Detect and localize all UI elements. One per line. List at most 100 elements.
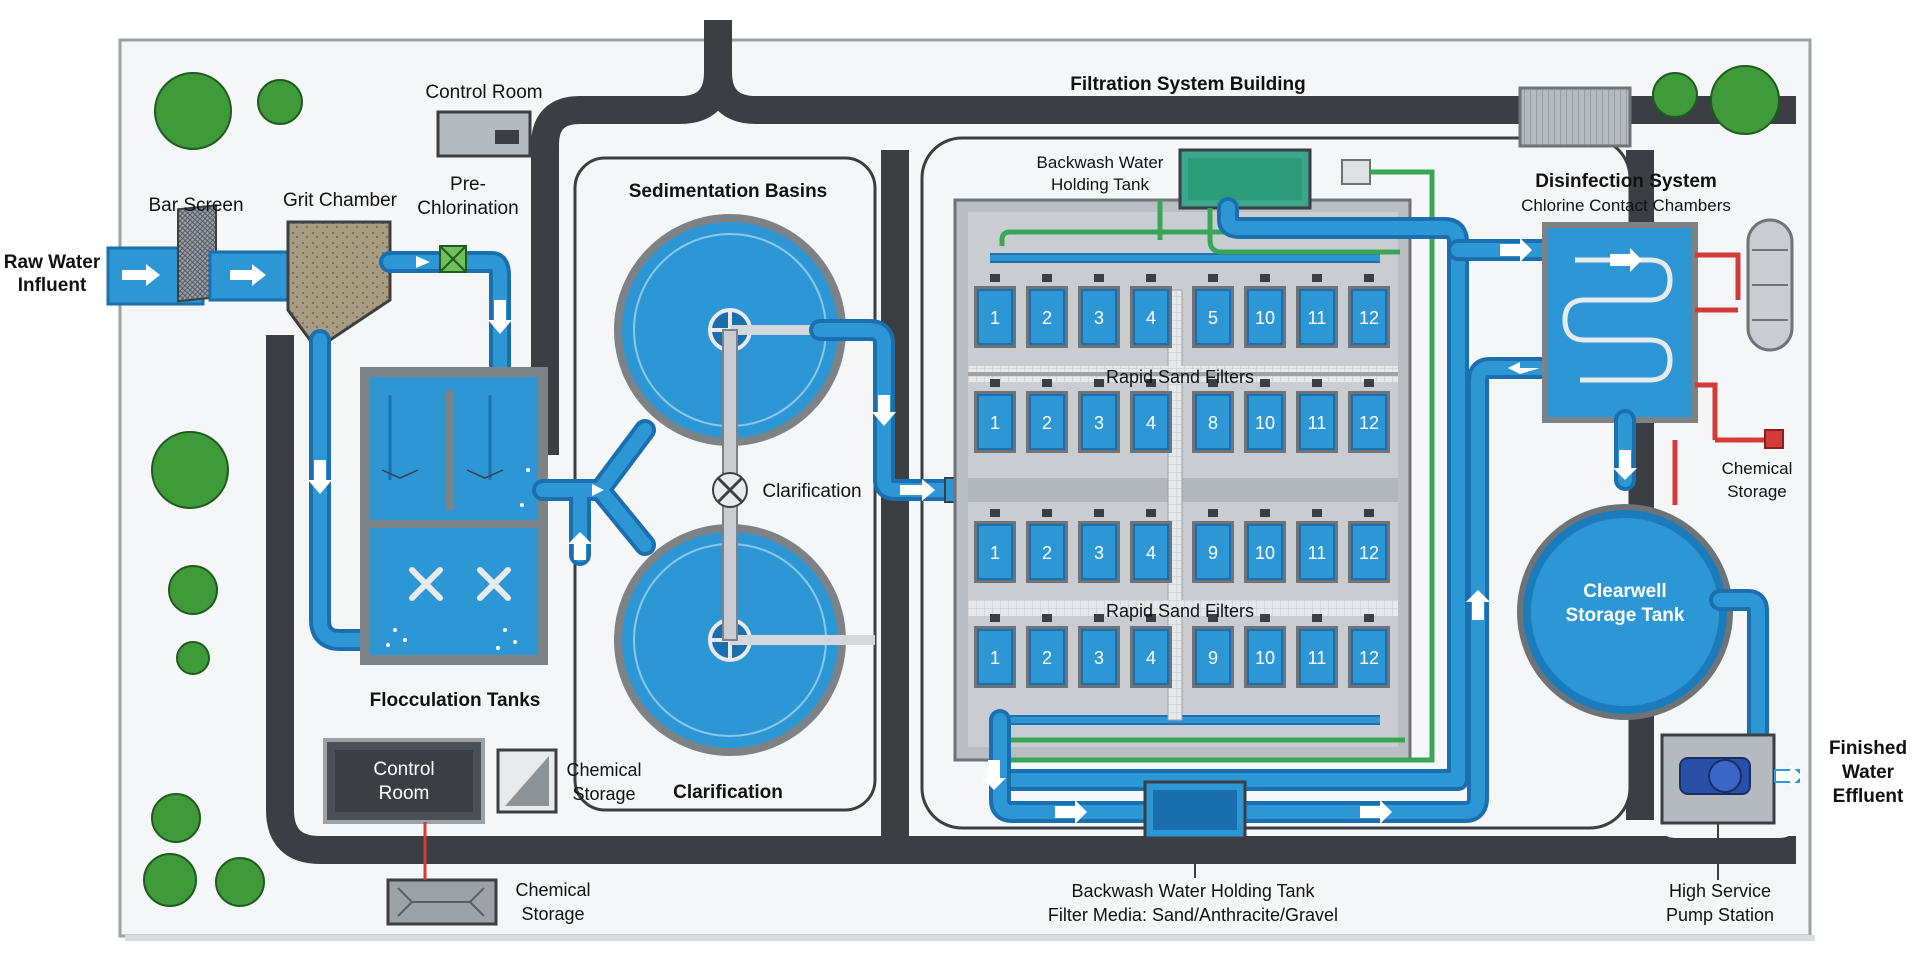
disinfection-title: Disinfection System [1535, 171, 1717, 192]
filter-number: 4 [1146, 543, 1156, 563]
raw-water-label-1: Raw Water [4, 252, 101, 273]
pre-chlorination-label-2: Chlorination [417, 198, 518, 219]
pump-station-label-2: Pump Station [1666, 905, 1774, 925]
filter-valve [1208, 614, 1218, 622]
filter-valve [1094, 614, 1104, 622]
grit-chamber-label: Grit Chamber [283, 190, 398, 211]
chemical-storage-bottom-label-1: Chemical [515, 880, 590, 900]
filter-number: 4 [1146, 648, 1156, 668]
filter-number: 1 [990, 543, 1000, 563]
chemical-storage-right-label-1: Chemical [1722, 459, 1793, 478]
flocculation-tanks [360, 367, 548, 665]
filter-number: 5 [1208, 308, 1218, 328]
pump-station-label-1: High Service [1669, 881, 1771, 901]
chemical-storage-bottom-label-2: Storage [521, 904, 584, 924]
pre-chlorination-label-1: Pre- [450, 174, 486, 195]
filter-cell: 12 [1348, 509, 1390, 583]
filter-number: 2 [1042, 543, 1052, 563]
filter-cell: 12 [1348, 614, 1390, 688]
filter-cell: 1 [974, 379, 1016, 453]
filter-cell: 12 [1348, 274, 1390, 348]
filter-valve [1312, 274, 1322, 282]
filter-cell: 1 [974, 509, 1016, 583]
filter-number: 1 [990, 648, 1000, 668]
filter-cell: 1 [974, 274, 1016, 348]
disinfection-subtitle: Chlorine Contact Chambers [1521, 196, 1731, 215]
filter-number: 4 [1146, 413, 1156, 433]
filter-cell: 3 [1078, 614, 1120, 688]
filter-number: 11 [1308, 648, 1327, 668]
filter-valve [1042, 379, 1052, 387]
filter-number: 10 [1255, 648, 1275, 668]
filter-cell: 2 [1026, 379, 1068, 453]
filter-valve [1260, 509, 1270, 517]
filter-number: 2 [1042, 648, 1052, 668]
filter-valve [1042, 509, 1052, 517]
filter-number: 12 [1359, 543, 1379, 563]
filtration-building-title: Filtration System Building [1070, 74, 1305, 95]
filter-number: 3 [1094, 543, 1104, 563]
filter-cell: 10 [1244, 379, 1286, 453]
filter-number: 3 [1094, 648, 1104, 668]
filter-valve [1260, 614, 1270, 622]
filter-cell: 8 [1192, 379, 1234, 453]
rapid-sand-filters-label-1: Rapid Sand Filters [1106, 367, 1254, 387]
filter-cell: 1 [974, 614, 1016, 688]
filter-cell: 10 [1244, 614, 1286, 688]
filter-cell: 11 [1296, 509, 1338, 583]
finished-water-label-3: Effluent [1833, 786, 1904, 807]
filter-cell: 3 [1078, 379, 1120, 453]
filter-number: 10 [1255, 308, 1275, 328]
finished-water-label-2: Water [1842, 762, 1895, 783]
filter-valve [1146, 509, 1156, 517]
filter-cell: 10 [1244, 274, 1286, 348]
filter-valve [1312, 509, 1322, 517]
filter-number: 12 [1359, 648, 1379, 668]
filter-valve [1146, 379, 1156, 387]
sedimentation-title: Sedimentation Basins [629, 181, 828, 202]
filter-valve [1042, 274, 1052, 282]
filter-cell: 3 [1078, 274, 1120, 348]
filter-cell: 4 [1130, 509, 1172, 583]
chlorine-contact-chamber [1542, 222, 1698, 423]
filter-valve [1364, 379, 1374, 387]
filter-cell: 3 [1078, 509, 1120, 583]
chemical-storage-mid-label-2: Storage [572, 784, 635, 804]
filter-cell: 5 [1192, 274, 1234, 348]
backwash-bottom-label-2: Filter Media: Sand/Anthracite/Gravel [1048, 905, 1338, 925]
filter-cell: 4 [1130, 614, 1172, 688]
filter-valve [1364, 509, 1374, 517]
chemical-storage-right-label-2: Storage [1727, 482, 1787, 501]
filter-number: 11 [1308, 543, 1327, 563]
finished-water-label-1: Finished [1829, 738, 1907, 759]
clarification-mid-label: Clarification [762, 481, 861, 502]
filter-cell: 4 [1130, 274, 1172, 348]
control-room-top-label: Control Room [425, 82, 542, 103]
filter-number: 8 [1208, 413, 1218, 433]
filter-valve [990, 614, 1000, 622]
filter-number: 4 [1146, 308, 1156, 328]
clearwell-label-2: Storage Tank [1566, 605, 1685, 626]
filter-cell: 11 [1296, 614, 1338, 688]
filter-number: 1 [990, 413, 1000, 433]
filter-number: 2 [1042, 413, 1052, 433]
filter-cell: 4 [1130, 379, 1172, 453]
clearwell-label-1: Clearwell [1583, 581, 1666, 602]
filter-number: 9 [1208, 543, 1218, 563]
filter-number: 11 [1308, 308, 1327, 328]
filter-number: 10 [1255, 543, 1275, 563]
filter-cell: 9 [1192, 509, 1234, 583]
filter-valve [1208, 509, 1218, 517]
filter-valve [990, 274, 1000, 282]
filter-valve [1364, 614, 1374, 622]
filter-cell: 12 [1348, 379, 1390, 453]
filter-number: 2 [1042, 308, 1052, 328]
backwash-bottom-label-1: Backwash Water Holding Tank [1071, 881, 1315, 901]
filter-valve [1260, 379, 1270, 387]
filter-cell: 9 [1192, 614, 1234, 688]
filter-number: 9 [1208, 648, 1218, 668]
filtration-system-building [1518, 86, 1632, 148]
filter-cell: 2 [1026, 509, 1068, 583]
clarification-bottom-label: Clarification [673, 782, 783, 803]
filter-valve [1260, 274, 1270, 282]
